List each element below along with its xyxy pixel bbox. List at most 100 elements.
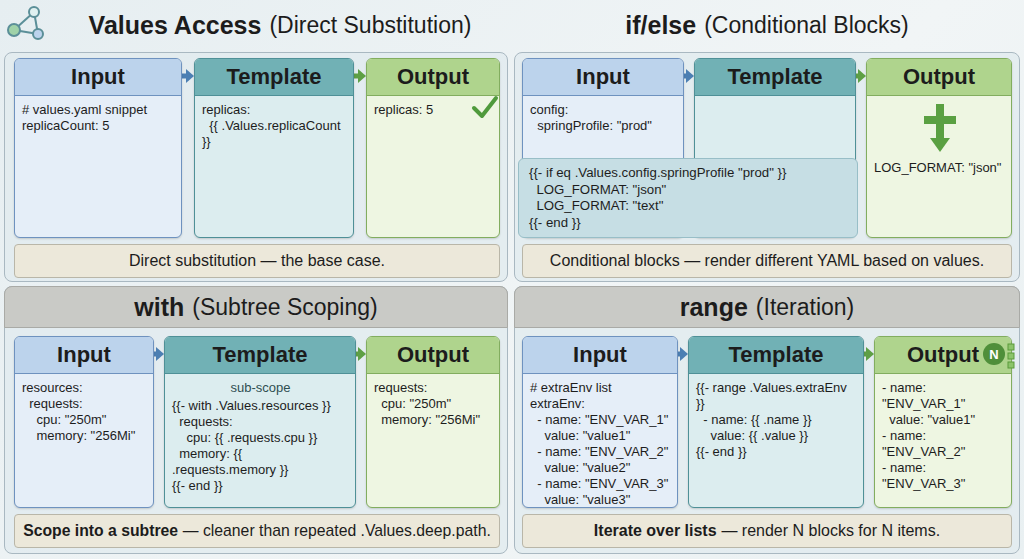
code-line: value: "value1": [530, 428, 671, 444]
process-box: Template sub-scope{{- with .Values.resour…: [164, 336, 356, 508]
box-heading: Output: [907, 342, 979, 368]
box-heading: Template: [213, 342, 308, 368]
code-line: value: "value3": [530, 492, 671, 508]
arrow-head: [680, 347, 688, 361]
panel: range(Iteration) Input # extraEnv listextr…: [514, 286, 1020, 554]
box-body: # values.yaml snippetreplicaCount: 5: [15, 96, 181, 237]
process-box: Output requests: cpu: "250m" memory: "256…: [366, 336, 500, 508]
code-line: requests:: [172, 414, 349, 430]
box-body: sub-scope{{- with .Values.resources }} r…: [165, 374, 355, 507]
panel-title-sub: (Conditional Blocks): [704, 12, 909, 39]
box-header: Template: [689, 337, 863, 374]
panel-title-main: if/else: [625, 11, 696, 40]
code-line: - name: "ENV_VAR_3": [882, 460, 1005, 492]
arrow-head: [858, 69, 866, 83]
code-line: {{- if eq .Values.config.springProfile "…: [529, 165, 847, 182]
panel-title-sub: (Subtree Scoping): [192, 294, 377, 321]
code-line: cpu: "250m": [22, 412, 147, 428]
arrow-shaft: [684, 74, 688, 79]
box-header: Template: [195, 59, 353, 96]
code-line: resources:: [22, 380, 147, 396]
box-body: requests: cpu: "250m" memory: "256Mi": [367, 374, 499, 507]
panel-title-sub: (Direct Substitution): [269, 12, 471, 39]
code-line: extraEnv:: [530, 396, 671, 412]
box-heading: Output: [397, 64, 469, 90]
arrow-head: [358, 347, 366, 361]
item-count-badge: N: [983, 343, 1005, 365]
code-line: value: {{ .value }}: [696, 428, 857, 444]
code-line: {{- end }}: [529, 215, 847, 232]
caption-text: Conditional blocks — render different YA…: [550, 252, 984, 270]
box-header: Input: [15, 59, 181, 96]
box-body: # extraEnv listextraEnv: - name: "ENV_VA…: [523, 374, 677, 507]
box-heading: Input: [71, 64, 125, 90]
box-header: Output: [867, 59, 1011, 96]
panel-title: if/else (Conditional Blocks): [514, 2, 1020, 48]
code-line: {{- range .Values.extraEnv }}: [696, 380, 857, 412]
code-line: - name: "ENV_VAR_1": [530, 412, 671, 428]
panel: with (Subtree Scoping) Input resources: req…: [4, 286, 508, 554]
caption-text: Iterate over lists: [594, 522, 717, 540]
code-line: {{- end }}: [172, 478, 349, 494]
arrow-shaft: [182, 74, 188, 79]
box-heading: Input: [57, 342, 111, 368]
process-box: Output replicas: 5: [366, 58, 500, 238]
panel-title-main: with: [134, 293, 184, 322]
flow-arrow: [154, 347, 164, 361]
arrow-head: [686, 69, 694, 83]
box-heading: Input: [573, 342, 627, 368]
process-box: Input # extraEnv listextraEnv: - name: "E…: [522, 336, 678, 508]
code-line: value: "value2": [530, 460, 671, 476]
arrow-head: [156, 347, 164, 361]
arrow-head: [186, 69, 194, 83]
box-heading: Input: [576, 64, 630, 90]
panel-title: Values Access (Direct Substitution): [4, 2, 508, 48]
process-box: Input # values.yaml snippetreplicaCount: …: [14, 58, 182, 238]
code-line: springProfile: "prod": [530, 118, 677, 134]
code-line: replicaCount: 5: [22, 118, 175, 134]
code-line: memory: {{ .requests.memory }}: [172, 446, 349, 478]
box-body: - name: "ENV_VAR_1" value: "value1" - nam…: [875, 374, 1011, 507]
code-line: LOG_FORMAT: "json": [529, 182, 847, 199]
caption-band: Direct substitution — the base case.: [14, 244, 500, 278]
code-line: {{- end }}: [696, 444, 857, 460]
panel: Values Access (Direct Substitution) Input #…: [4, 2, 508, 282]
box-header: Template: [165, 337, 355, 374]
code-line: LOG_FORMAT: "json": [874, 160, 1005, 176]
code-line: # values.yaml snippet: [22, 102, 175, 118]
code-line: LOG_FORMAT: "text": [529, 198, 847, 215]
caption-text: — render N blocks for N items.: [721, 522, 940, 540]
code-line: memory: "256Mi": [374, 412, 493, 428]
code-line: memory: "256Mi": [22, 428, 147, 444]
code-line: - name: "ENV_VAR_2": [530, 444, 671, 460]
process-box: Input resources: requests: cpu: "250m" me…: [14, 336, 154, 508]
code-line: requests:: [22, 396, 147, 412]
arrow-shaft: [154, 352, 158, 357]
flow-arrow: [356, 347, 366, 361]
box-header: Output: [367, 59, 499, 96]
code-line: value: "value1": [882, 412, 1005, 428]
box-heading: Output: [397, 342, 469, 368]
network-icon: [8, 7, 43, 39]
box-body: replicas: 5: [367, 96, 499, 237]
caption-text: — cleaner than repeated .Values.deep.pat…: [183, 522, 491, 540]
box-header: Output: [367, 337, 499, 374]
panel-title-main: range: [680, 293, 748, 322]
flow-arrow: [864, 347, 874, 361]
box-body: {{- range .Values.extraEnv }} - name: {{…: [689, 374, 863, 507]
code-line: requests:: [374, 380, 493, 396]
flow-arrow: [684, 69, 694, 83]
panel-title-main: Values Access: [89, 11, 262, 40]
code-line: - name: {{ .name }}: [696, 412, 857, 428]
box-header: Input: [523, 59, 683, 96]
code-line: {{ .Values.replicaCount }}: [202, 118, 347, 150]
arrow-shaft: [864, 352, 868, 357]
process-box: Templatereplicas: {{ .Values.replicaCoun…: [194, 58, 354, 238]
panel-title: with (Subtree Scoping): [4, 286, 508, 328]
flow-arrow: [678, 347, 688, 361]
box-heading: Template: [227, 64, 322, 90]
caption-band: Conditional blocks — render different YA…: [522, 244, 1012, 278]
panel-title: range(Iteration): [514, 286, 1020, 328]
code-line: - name: "ENV_VAR_1": [882, 380, 1005, 412]
code-line: cpu: {{ .requests.cpu }}: [172, 430, 349, 446]
